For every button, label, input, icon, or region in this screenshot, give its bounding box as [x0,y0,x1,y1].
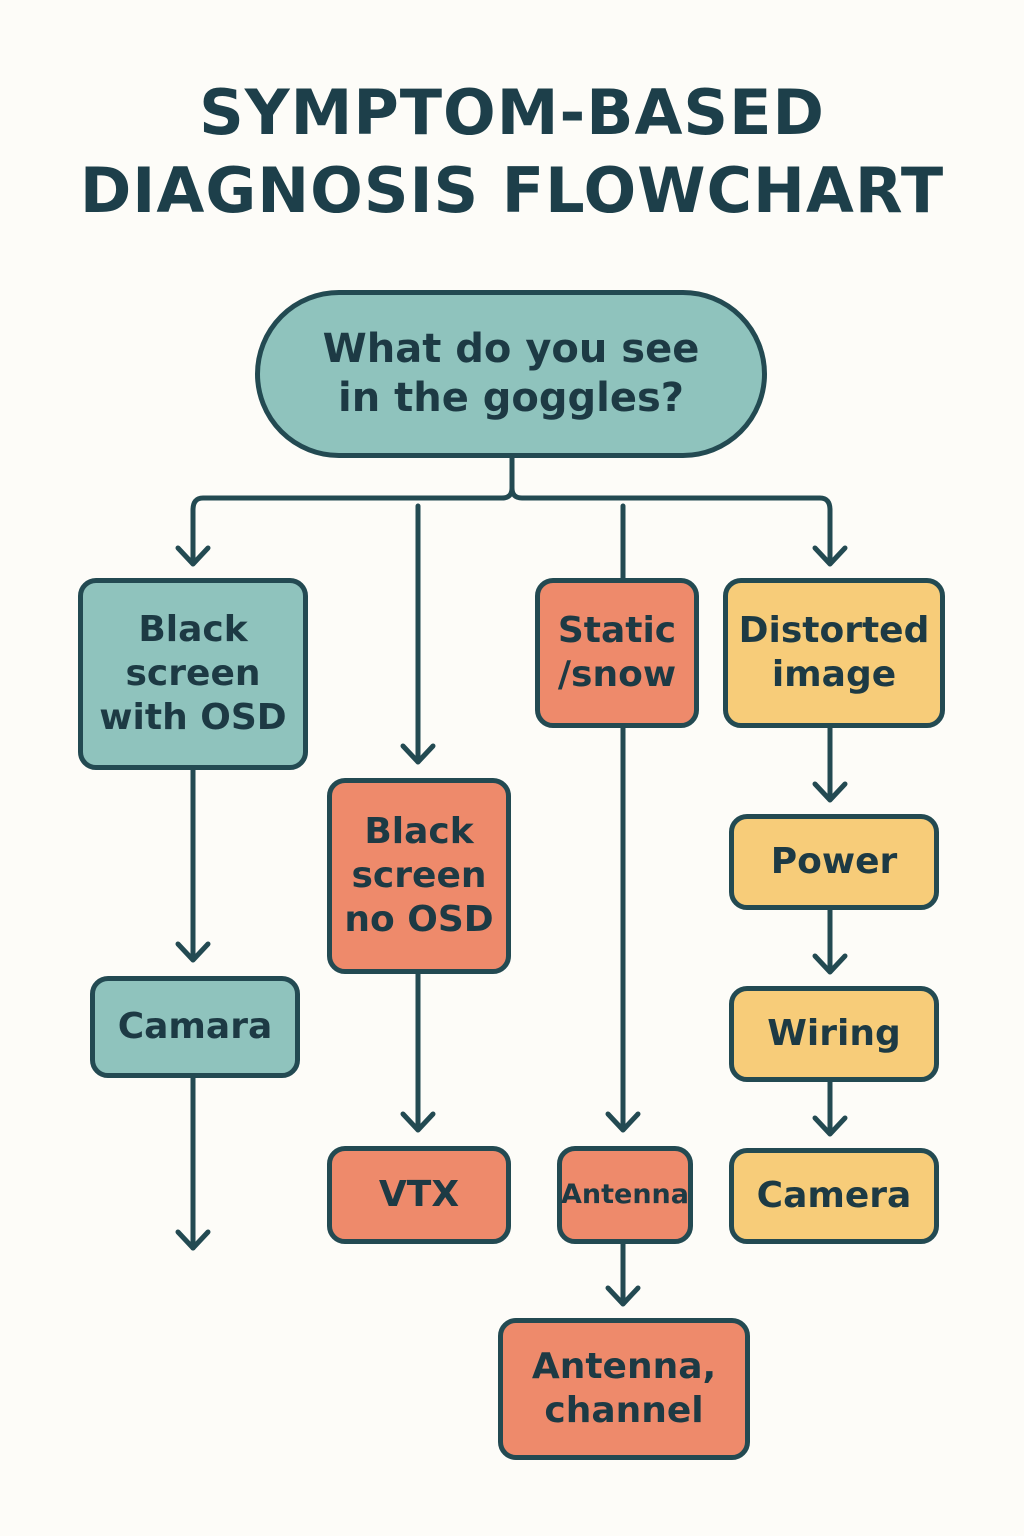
black-screen-with-osd-node: Black screen with OSD [78,578,308,770]
arrowhead-camara [175,941,211,963]
black-screen-no-osd-node: Black screen no OSD [327,778,511,974]
arrowhead-black-osd [175,545,211,567]
connector-trunk-right [509,485,833,565]
arrowhead-antenna-channel [605,1285,641,1307]
camera-node: Camera [729,1148,939,1244]
black-screen-no-osd-line-1: Black [364,811,474,853]
antenna-channel-line-2: channel [544,1390,704,1431]
black-screen-no-osd-line-2: screen [351,855,487,897]
black-screen-no-osd-line-3: no OSD [344,898,494,940]
camara-label: Camara [117,1006,273,1048]
arrowhead-distorted [812,545,848,567]
camera-label: Camera [756,1175,912,1217]
static-snow-line-1: Static [557,610,677,652]
arrowhead-antenna [605,1111,641,1133]
connector-trunk [190,455,515,565]
start-node-line-1: What do you see [322,326,700,373]
camara-node: Camara [90,976,300,1078]
arrowhead-wiring [812,953,848,975]
arrowhead-camera [812,1115,848,1137]
arrowhead-black-no-osd [400,743,436,765]
static-snow-node: Static /snow [535,578,699,728]
vtx-label: VTX [378,1174,460,1216]
distorted-image-line-1: Distorted [738,610,930,652]
black-screen-with-osd-line-1: Black [138,609,248,651]
black-screen-with-osd-line-2: screen [125,653,261,695]
start-node-line-2: in the goggles? [337,375,684,421]
power-node: Power [729,814,939,910]
static-snow-line-2: /snow [557,654,677,695]
arrowhead-column1-end [175,1229,211,1251]
title-line-1: SYMPTOM-BASED [199,76,825,149]
black-screen-with-osd-line-3: with OSD [99,696,287,738]
vtx-node: VTX [327,1146,511,1244]
antenna-channel-node: Antenna, channel [498,1318,750,1460]
wiring-node: Wiring [729,986,939,1082]
distorted-image-node: Distorted image [723,578,945,728]
distorted-image-line-2: image [771,654,897,695]
wiring-label: Wiring [767,1013,901,1055]
antenna-label: Antenna [561,1178,689,1210]
power-label: Power [770,841,898,883]
antenna-node: Antenna [557,1146,693,1244]
start-node: What do you see in the goggles? [255,290,767,458]
arrowhead-power [812,781,848,803]
arrowhead-vtx [400,1111,436,1133]
antenna-channel-line-1: Antenna, [531,1346,717,1388]
title-line-2: DIAGNOSIS FLOWCHART [79,154,945,227]
